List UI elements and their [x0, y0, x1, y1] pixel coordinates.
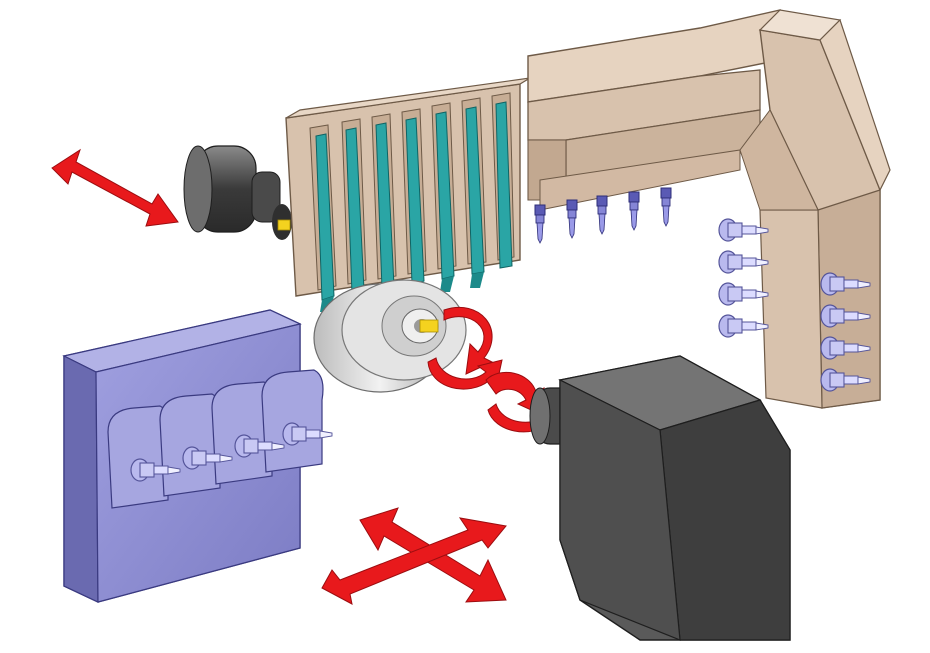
cross-motion-arrow-icon [321, 507, 507, 605]
sub-spindle [529, 355, 791, 641]
blue-block-tool-stations [107, 369, 333, 509]
gang-tool-holders [309, 92, 515, 312]
left-spindle [183, 145, 292, 240]
gang-tool-slide [285, 77, 531, 312]
workpiece-disk [313, 279, 467, 393]
horizontal-motion-arrow-icon [51, 148, 179, 227]
